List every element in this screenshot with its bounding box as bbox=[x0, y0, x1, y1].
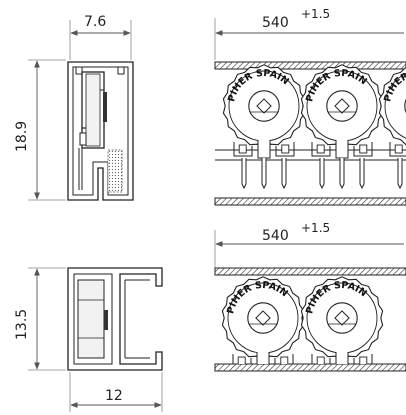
top-width-label: 7.6 bbox=[84, 14, 106, 30]
pot-pin bbox=[339, 158, 345, 190]
pot-pin bbox=[359, 158, 365, 190]
potentiometer: PIHER SPAIN bbox=[222, 64, 306, 190]
bottom-front-view bbox=[214, 230, 406, 372]
top-length-label: 540 bbox=[262, 15, 289, 31]
pot-pin bbox=[281, 158, 287, 190]
top-front-view bbox=[214, 18, 406, 206]
pot-pin bbox=[319, 158, 325, 190]
top-length-tolerance: +1.5 bbox=[301, 7, 330, 21]
potentiometer: PIHER SPAIN bbox=[300, 276, 384, 364]
pot-pin bbox=[261, 158, 267, 190]
pot-pin bbox=[397, 158, 403, 190]
bottom-height-label: 13.5 bbox=[14, 309, 30, 340]
bottom-side-profile bbox=[28, 267, 163, 412]
pot-pin bbox=[241, 158, 247, 190]
bottom-length-label: 540 bbox=[262, 228, 289, 244]
top-height-label: 18.9 bbox=[14, 121, 30, 152]
potentiometer: PIHER SPAIN bbox=[221, 276, 305, 364]
potentiometer: PIHER SPAIN bbox=[300, 64, 384, 190]
top-side-profile bbox=[28, 20, 134, 201]
bottom-length-tolerance: +1.5 bbox=[301, 221, 330, 235]
potentiometer: PIHER SPAIN bbox=[378, 66, 406, 190]
pot-ring bbox=[378, 66, 406, 146]
bottom-width-label: 12 bbox=[105, 388, 123, 404]
